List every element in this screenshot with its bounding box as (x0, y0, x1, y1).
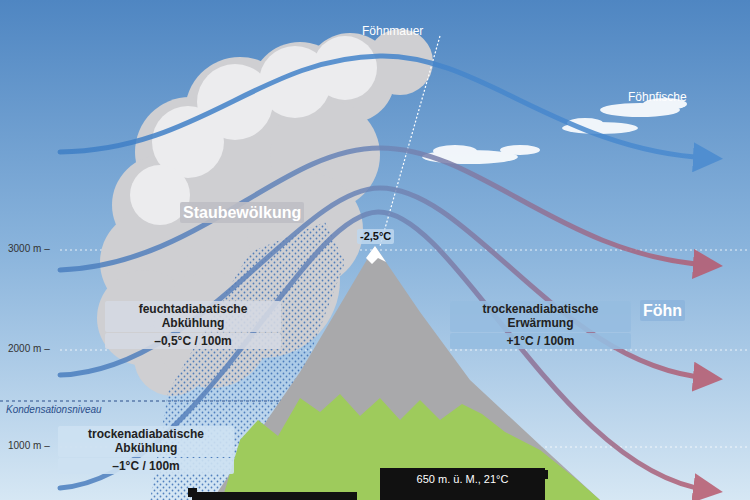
process-label: feuchtadiabatische Abkühlung (105, 301, 281, 332)
wind-label: Föhn (640, 300, 685, 321)
info-box: 650 m. ü. M., 21°C (380, 468, 545, 500)
rate-label: –0,5°C / 100m (105, 333, 281, 349)
level-label: Kondensationsniveau (6, 404, 102, 416)
info-text: 650 m. ü. M., 21°C (386, 473, 539, 486)
altitude-label: 3000 m – (8, 243, 50, 255)
process-label: trockenadiabatische Erwärmung (450, 301, 631, 332)
altitude-label: 1000 m – (8, 440, 50, 452)
temperature-label: -2,5°C (357, 229, 394, 244)
cloud-label: Föhnfische (628, 90, 687, 104)
process-label: trockenadiabatische Abkühlung (58, 426, 234, 457)
rate-label: +1°C / 100m (450, 333, 631, 349)
altitude-label: 2000 m – (8, 343, 50, 355)
rate-label: –1°C / 100m (58, 458, 234, 474)
wall-label: Föhnmauer (362, 24, 423, 38)
cloud-label: Staubewölkung (180, 202, 304, 223)
